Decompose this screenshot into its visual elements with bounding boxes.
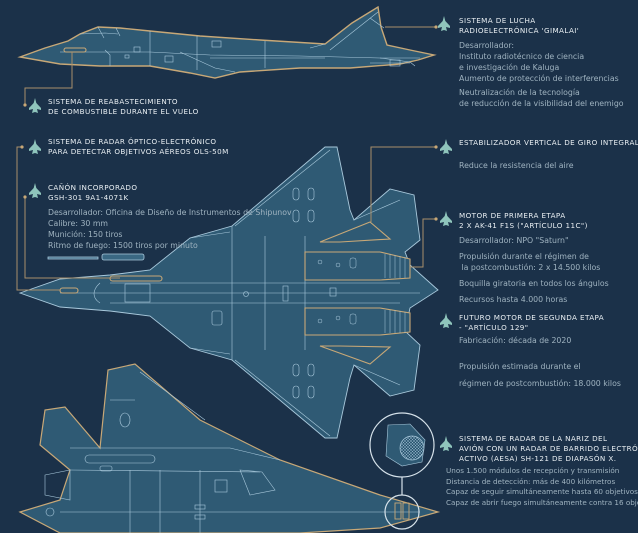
cannon-line: Munición: 150 tiros <box>48 230 123 239</box>
jet-icon <box>29 139 41 155</box>
gimalai-line: Desarrollador: <box>459 41 515 50</box>
cannon-title-line: GSH-301 9A1-4071K <box>48 193 129 202</box>
aesa-line: Unos 1.500 módulos de recepción y transm… <box>446 466 620 475</box>
stabilizer-title: ESTABILIZADOR VERTICAL DE GIRO INTEGRAL <box>459 138 638 148</box>
gimalai-title-line: SISTEMA DE LUCHA <box>459 16 536 25</box>
ols50m-title-line: SISTEMA DE RADAR ÓPTICO-ELECTRÓNICO <box>48 137 217 146</box>
engine1-line: Propulsión durante el régimen de <box>459 252 589 261</box>
top-view-aircraft <box>18 146 439 439</box>
engine2-title-line: FUTURO MOTOR DE SEGUNDA ETAPA <box>459 313 605 322</box>
aesa-title: SISTEMA DE RADAR DE LA NARIZ DEL AVIÓN C… <box>459 434 638 464</box>
ols50m-title: SISTEMA DE RADAR ÓPTICO-ELECTRÓNICO PARA… <box>48 137 229 157</box>
gimalai-description: Desarrollador: Instituto radiotécnico de… <box>459 40 624 109</box>
engine1-description: Desarrollador: NPO "Saturn" Propulsión d… <box>459 235 609 305</box>
engine2-line: Propulsión estimada durante el <box>459 362 581 371</box>
aesa-line: Capaz de seguir simultáneamente hasta 60… <box>446 487 638 496</box>
engine2-title-line: - "ARTÍCULO 129" <box>459 323 529 332</box>
refueling-title-line: SISTEMA DE REABASTECIMIENTO <box>48 97 178 106</box>
radar-inset <box>369 412 435 530</box>
engine1-line: la postcombustión: 2 x 14.500 kilos <box>459 263 601 272</box>
gimalai-title: SISTEMA DE LUCHA RADIOELECTRÓNICA 'GIMAL… <box>459 16 579 36</box>
jet-icon <box>440 313 452 329</box>
engine2-line: régimen de postcombustión: 18.000 kilos <box>459 379 621 388</box>
aesa-title-line: ACTIVO (AESA) SH-121 DE DIAPASÓN X. <box>459 454 617 463</box>
gimalai-line: de reducción de la visibilidad del enemi… <box>459 99 624 108</box>
gimalai-title-line: RADIOELECTRÓNICA 'GIMALAI' <box>459 26 580 35</box>
jet-icon <box>29 183 41 199</box>
aesa-description: Unos 1.500 módulos de recepción y transm… <box>446 466 638 508</box>
engine1-line: Boquilla giratoria en todos los ángulos <box>459 279 609 288</box>
cannon-line: Calibre: 30 mm <box>48 219 109 228</box>
leader-lines <box>16 25 438 291</box>
stabilizer-title-line: ESTABILIZADOR VERTICAL DE GIRO INTEGRAL <box>459 138 638 147</box>
engine2-description: Fabricación: década de 2020 Propulsión e… <box>459 335 621 389</box>
ols50m-title-line: PARA DETECTAR OBJETIVOS AÉREOS OLS-50M <box>48 147 229 156</box>
gimalai-line: Neutralización de la tecnología <box>459 88 580 97</box>
refueling-title: SISTEMA DE REABASTECIMIENTO DE COMBUSTIB… <box>48 97 199 117</box>
cannon-line: Desarrollador: Oficina de Diseño de Inst… <box>48 208 292 217</box>
jet-icon <box>440 436 452 452</box>
gimalai-line: Aumento de protección de interferencias <box>459 74 619 83</box>
engine2-title: FUTURO MOTOR DE SEGUNDA ETAPA - "ARTÍCUL… <box>459 313 604 333</box>
cannon-title-line: CAÑÓN INCORPORADO <box>48 183 138 192</box>
engine1-line: Recursos hasta 4.000 horas <box>459 295 568 304</box>
gimalai-line: e investigación de Kaluga <box>459 63 560 72</box>
stabilizer-line: Reduce la resistencia del aire <box>459 161 574 170</box>
aesa-title-line: AVIÓN CON UN RADAR DE BARRIDO ELECTRÓNIC… <box>459 444 638 453</box>
engine1-line: Desarrollador: NPO "Saturn" <box>459 236 569 245</box>
engine1-title-line: 2 X AK-41 F1S ("ARTÍCULO 11C") <box>459 221 588 230</box>
engine1-title-line: MOTOR DE PRIMERA ETAPA <box>459 211 566 220</box>
refueling-title-line: DE COMBUSTIBLE DURANTE EL VUELO <box>48 107 199 116</box>
engine2-line: Fabricación: década de 2020 <box>459 336 572 345</box>
jet-icon <box>29 98 41 114</box>
engine1-title: MOTOR DE PRIMERA ETAPA 2 X AK-41 F1S ("A… <box>459 211 588 231</box>
cannon-description: Desarrollador: Oficina de Diseño de Inst… <box>48 207 292 251</box>
jet-icon <box>440 211 452 227</box>
cannon-line: Ritmo de fuego: 1500 tiros por minuto <box>48 241 198 250</box>
stabilizer-description: Reduce la resistencia del aire <box>459 160 574 171</box>
jet-icon <box>438 16 450 32</box>
aesa-title-line: SISTEMA DE RADAR DE LA NARIZ DEL <box>459 434 608 443</box>
aesa-line: Capaz de abrir fuego simultáneamente con… <box>446 497 638 507</box>
gimalai-line: Instituto radiotécnico de ciencia <box>459 52 585 61</box>
cannon-title: CAÑÓN INCORPORADO GSH-301 9A1-4071K <box>48 183 137 203</box>
bottom-view-aircraft <box>18 363 441 533</box>
side-view-aircraft <box>17 5 437 79</box>
aesa-line: Distancia de detección: más de 400 kilóm… <box>446 476 616 486</box>
jet-icon <box>440 139 452 155</box>
